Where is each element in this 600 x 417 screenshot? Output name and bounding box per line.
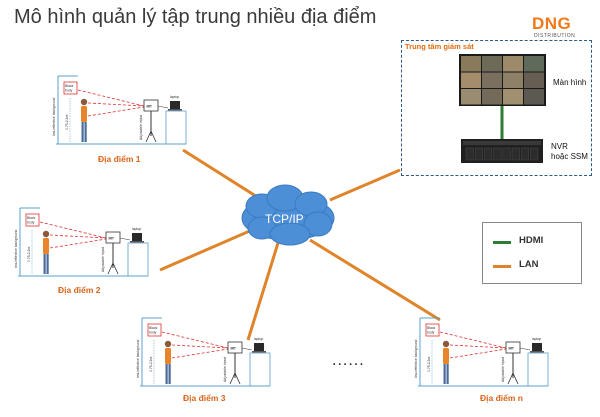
svg-text:0.75-2.2m: 0.75-2.2m	[149, 357, 153, 372]
svg-text:IRT: IRT	[109, 237, 115, 241]
site-n-scene: low-reflective background 0.75-2.2m Blackb…	[414, 317, 549, 387]
monitor-wall	[459, 54, 546, 106]
logo-word: DNG	[532, 14, 572, 33]
lan-line-site-n	[309, 238, 441, 322]
dng-logo: DNG DISTRIBUTION	[532, 14, 592, 40]
legend-lan-label: LAN	[519, 259, 539, 270]
svg-text:body: body	[65, 89, 73, 93]
svg-text:Black: Black	[427, 326, 436, 330]
svg-text:low-reflective background: low-reflective background	[52, 97, 56, 136]
svg-text:laptop: laptop	[254, 337, 263, 341]
svg-text:IRT: IRT	[509, 347, 515, 351]
lan-line-site-1	[182, 148, 263, 202]
legend-lan-swatch	[493, 265, 511, 268]
svg-text:Black: Black	[27, 216, 36, 220]
site-1-scene: low-reflective background 0.75-2.2m Blackb…	[52, 75, 187, 145]
svg-text:IRT: IRT	[231, 347, 237, 351]
svg-text:0.75-2.2m: 0.75-2.2m	[65, 115, 69, 130]
site-2-scene: low-reflective background 0.75-2.2m Blackb…	[14, 207, 149, 277]
svg-text:laptop: laptop	[170, 95, 179, 99]
svg-text:0.75-2.2m: 0.75-2.2m	[427, 357, 431, 372]
site-3-scene: low-reflective background 0.75-2.2m Blackb…	[136, 317, 271, 387]
lan-line-site-3	[246, 242, 280, 341]
svg-text:low-reflective background: low-reflective background	[136, 339, 140, 378]
legend: HDMI LAN	[482, 222, 582, 284]
monitor-label: Màn hình	[553, 78, 587, 87]
svg-text:low-reflective background: low-reflective background	[414, 339, 418, 378]
svg-text:Black: Black	[65, 84, 74, 88]
site-n-label: Địa điểm n	[480, 393, 523, 403]
svg-text:laptop: laptop	[532, 337, 541, 341]
svg-text:Adjustable tripod: Adjustable tripod	[223, 357, 227, 382]
svg-text:low-reflective background: low-reflective background	[14, 229, 18, 268]
site-2-label: Địa điểm 2	[58, 285, 101, 295]
logo-subtitle: DISTRIBUTION	[534, 33, 576, 39]
nvr-label-line1: NVR	[551, 142, 568, 151]
svg-text:Adjustable tripod: Adjustable tripod	[501, 357, 505, 382]
site-3-label: Địa điểm 3	[183, 393, 226, 403]
nvr-device	[461, 139, 543, 163]
site-1-label: Địa điểm 1	[98, 154, 141, 164]
svg-text:IRT: IRT	[147, 105, 153, 109]
monitoring-center-box: Trung tâm giám sát	[401, 40, 592, 176]
lan-line-site-2	[159, 228, 253, 272]
tcp-ip-cloud	[241, 184, 335, 246]
svg-text:body: body	[427, 331, 435, 335]
svg-text:Adjustable tripod: Adjustable tripod	[101, 247, 105, 272]
legend-hdmi-label: HDMI	[519, 235, 544, 246]
cloud-label: TCP/IP	[265, 212, 304, 226]
svg-text:body: body	[27, 221, 35, 225]
monitoring-center-title: Trung tâm giám sát	[405, 42, 474, 51]
nvr-label-line2: hoặc SSM	[551, 152, 588, 161]
svg-text:Adjustable tripod: Adjustable tripod	[139, 115, 143, 140]
svg-text:0.75-2.2m: 0.75-2.2m	[27, 247, 31, 262]
page-title: Mô hình quản lý tập trung nhiều địa điểm	[14, 6, 377, 28]
svg-text:laptop: laptop	[132, 227, 141, 231]
legend-hdmi-swatch	[493, 241, 511, 244]
lan-line-center	[329, 168, 401, 202]
ellipsis: ......	[332, 352, 365, 369]
lan-connections	[159, 148, 441, 341]
svg-text:body: body	[149, 331, 157, 335]
svg-text:Black: Black	[149, 326, 158, 330]
